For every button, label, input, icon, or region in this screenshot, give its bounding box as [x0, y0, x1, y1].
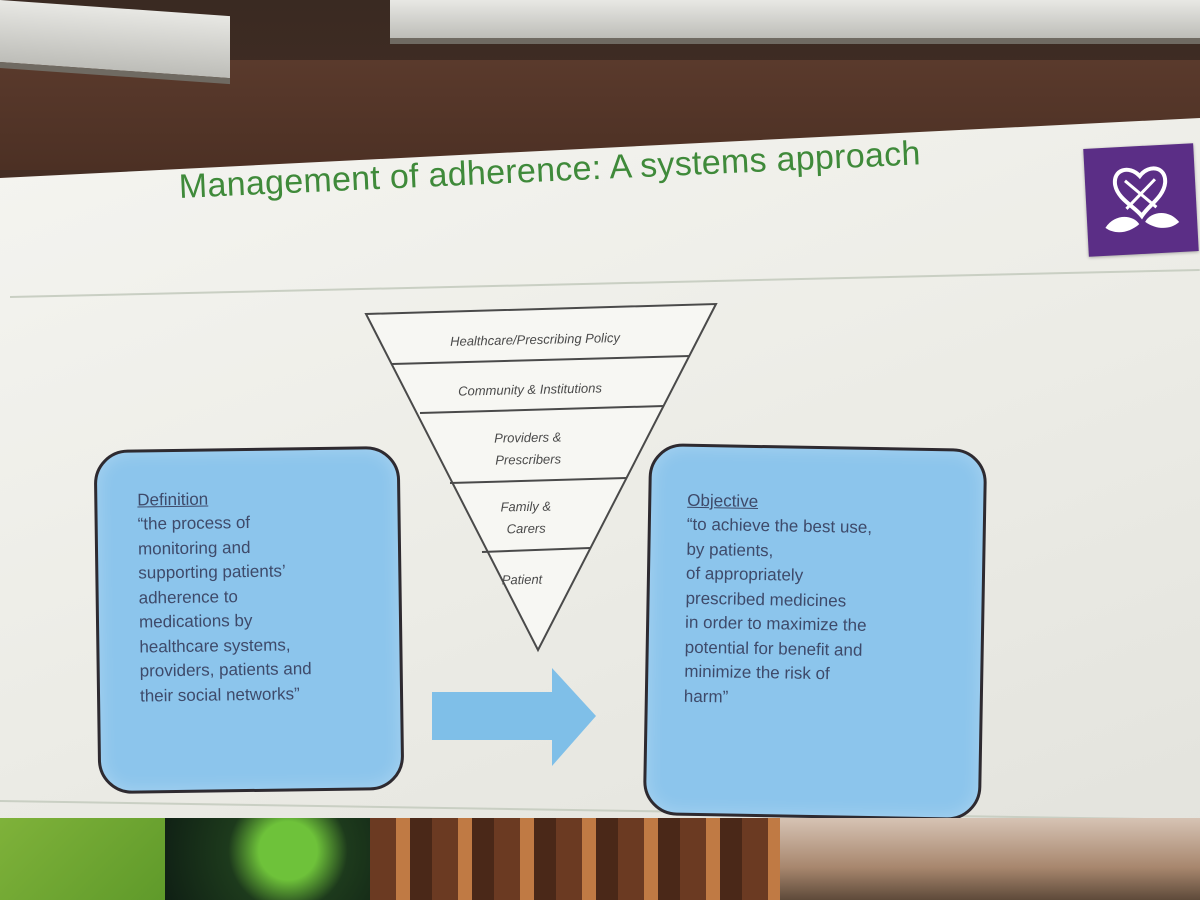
footer-photo-cloister [370, 818, 780, 900]
objective-box: Objective “to achieve the best use, by p… [642, 443, 988, 821]
heart-leaves-logo-icon [1083, 143, 1199, 257]
definition-heading: Definition [137, 489, 209, 510]
logo-graphic [1105, 166, 1180, 233]
objective-text: “to achieve the best use, by patients, o… [683, 514, 873, 706]
pyramid-level-patient: Patient [501, 571, 543, 588]
definition-text: “the process of monitoring and supportin… [137, 512, 312, 706]
definition-box: Definition “the process of monitoring an… [93, 445, 405, 795]
footer-photo-building [780, 818, 1200, 900]
pyramid-divider-3 [449, 477, 627, 484]
pyramid-level-providers: Providers & Prescribers [494, 429, 562, 468]
pyramid-divider-2 [419, 405, 665, 414]
pyramid-divider-1 [391, 355, 691, 365]
right-arrow-icon [432, 668, 596, 766]
objective-heading: Objective [687, 490, 759, 511]
pyramid-divider-4 [481, 547, 591, 553]
definition-content: Definition “the process of monitoring an… [137, 487, 400, 709]
footer-photo-green-logo [0, 818, 165, 900]
pyramid-level-family: Family & Carers [500, 498, 552, 537]
objective-content: Objective “to achieve the best use, by p… [684, 491, 978, 714]
footer-photo-strip [0, 818, 1200, 900]
footer-photo-lab [165, 818, 370, 900]
ceiling-light-right [390, 0, 1200, 44]
